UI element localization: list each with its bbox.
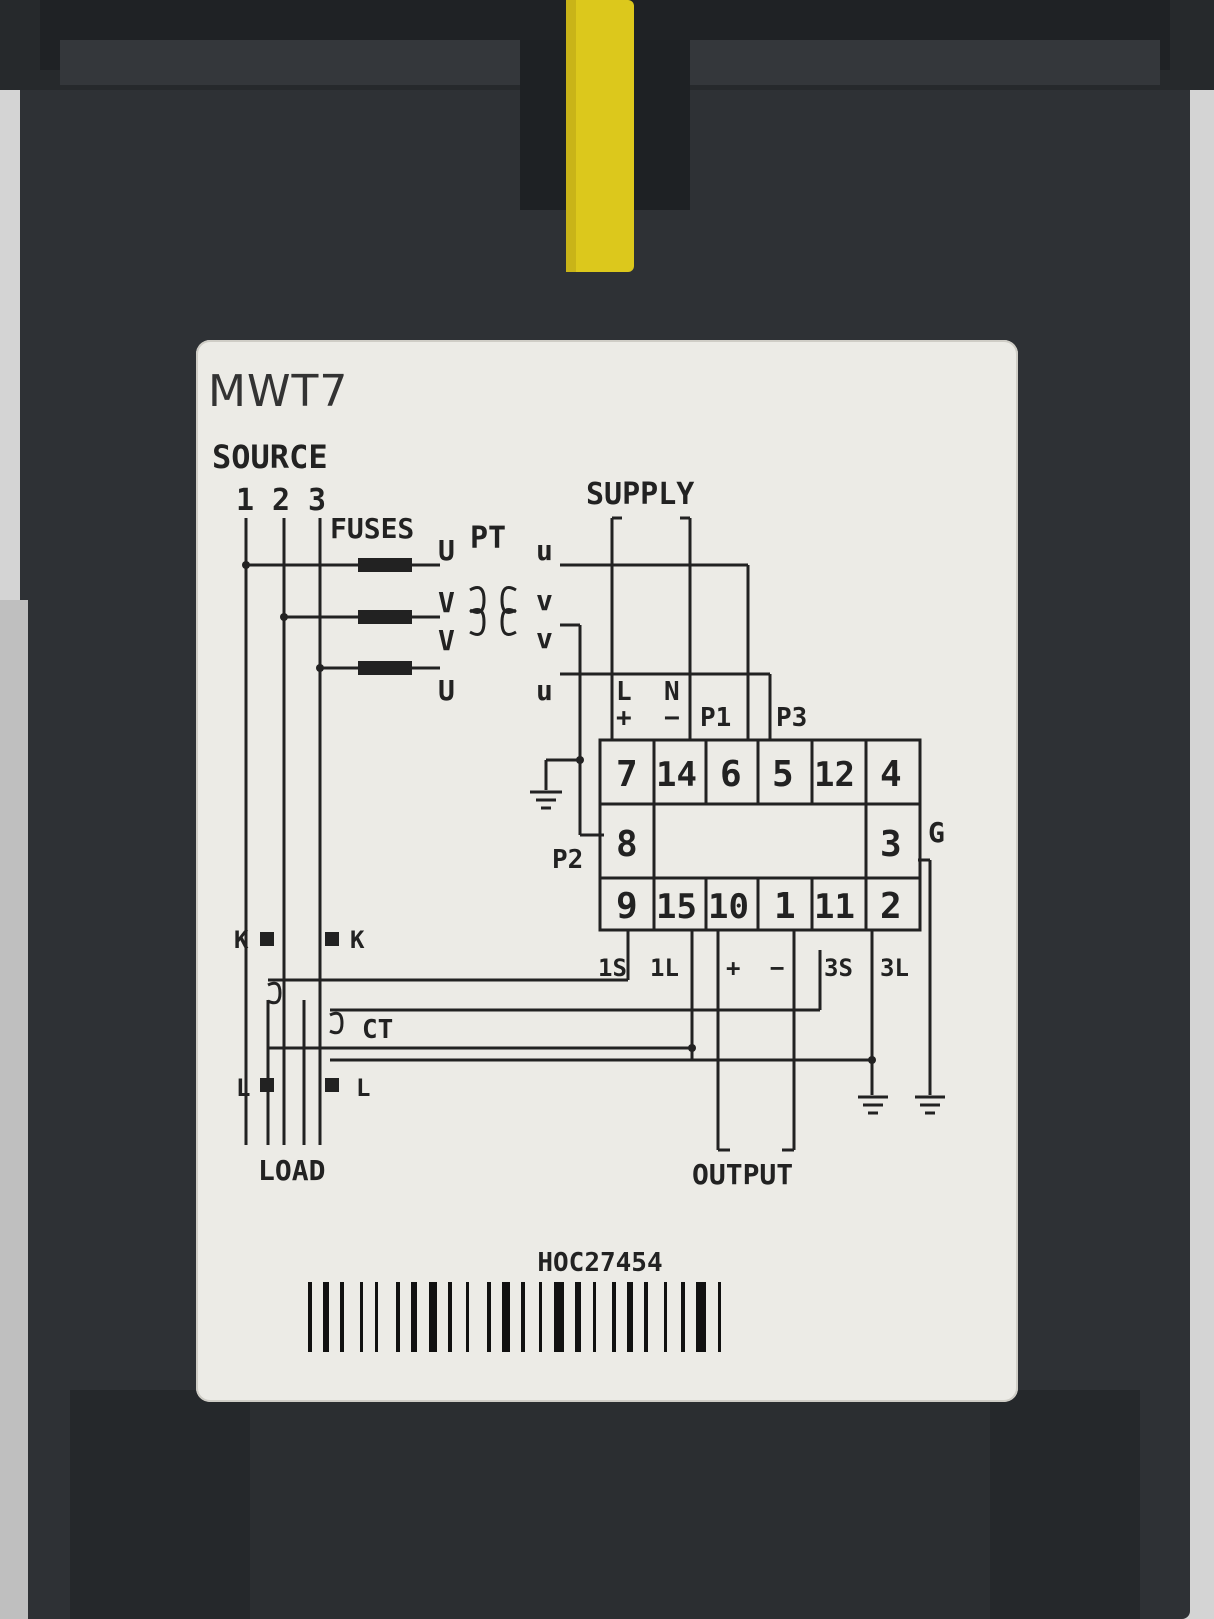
source-label: SOURCE: [212, 438, 328, 476]
terminal-label-minus: −: [770, 954, 784, 982]
output-label: OUTPUT: [692, 1158, 793, 1191]
terminal-5: 5: [772, 754, 794, 795]
supply-l: L: [616, 677, 632, 707]
ct-label: CT: [362, 1015, 393, 1045]
terminal-4: 4: [880, 754, 902, 795]
barcode-bar: [612, 1282, 616, 1352]
barcode-bar: [539, 1282, 542, 1352]
g-label: G: [928, 816, 945, 849]
terminal-2: 2: [880, 886, 902, 927]
pt-secondary-2: v: [536, 584, 553, 617]
terminal-label-1s: 1S: [598, 954, 627, 982]
fuses-label: FUSES: [330, 512, 414, 545]
barcode-bar: [554, 1282, 564, 1352]
barcode-bar: [396, 1282, 400, 1352]
barcode-bar: [593, 1282, 596, 1352]
barcode-bar: [360, 1282, 363, 1352]
barcode-bar: [487, 1282, 491, 1352]
p1-label: P1: [700, 703, 731, 733]
pt-primary-1: U: [438, 534, 455, 567]
terminal-14: 14: [656, 755, 697, 795]
terminal-15: 15: [656, 887, 697, 927]
barcode-bar: [681, 1282, 685, 1352]
barcode-bar: [308, 1282, 312, 1352]
terminal-6: 6: [720, 754, 742, 795]
barcode-bar: [644, 1282, 648, 1352]
barcode-bar: [429, 1282, 437, 1352]
barcode-bar: [664, 1282, 667, 1352]
barcode-bar: [696, 1282, 706, 1352]
barcode-bar: [718, 1282, 721, 1352]
supply-label: SUPPLY: [586, 477, 694, 512]
ct-k-left: K: [234, 926, 249, 954]
p3-label: P3: [776, 703, 807, 733]
barcode-bar: [411, 1282, 417, 1352]
source-phase-1: 1: [236, 483, 254, 518]
supply-n: N: [664, 677, 680, 707]
ct-l-right: L: [356, 1074, 370, 1102]
terminal-3: 3: [880, 824, 902, 865]
terminal-12: 12: [814, 755, 855, 795]
barcode: [308, 1282, 721, 1352]
supply-minus: −: [664, 703, 680, 733]
barcode-bar: [323, 1282, 329, 1352]
supply-plus: +: [616, 703, 632, 733]
terminal-label-3l: 3L: [880, 954, 909, 982]
barcode-bar: [466, 1282, 469, 1352]
pt-secondary-1: u: [536, 534, 553, 567]
terminal-10: 10: [708, 887, 749, 927]
terminal-label-3s: 3S: [824, 954, 853, 982]
barcode-bar: [502, 1282, 510, 1352]
barcode-bar: [375, 1282, 378, 1352]
barcode-bar: [521, 1282, 525, 1352]
terminal-11: 11: [814, 887, 855, 927]
terminal-label-1l: 1L: [650, 954, 679, 982]
terminal-7: 7: [616, 754, 638, 795]
pt-primary-3: V: [438, 624, 455, 657]
terminal-label-plus: +: [726, 954, 740, 982]
ct-k-right: K: [350, 926, 365, 954]
ct-l-left: L: [236, 1074, 250, 1102]
model-title: MWT7: [208, 366, 349, 417]
serial-number: HOC27454: [537, 1248, 663, 1278]
terminal-8: 8: [616, 824, 638, 865]
terminal-1: 1: [774, 886, 796, 927]
barcode-bar: [575, 1282, 581, 1352]
wiring-label: [196, 340, 1018, 1402]
load-label: LOAD: [258, 1154, 325, 1187]
pt-primary-4: U: [438, 674, 455, 707]
yellow-tab: [566, 0, 634, 272]
pt-secondary-4: u: [536, 674, 553, 707]
source-phase-3: 3: [308, 483, 326, 518]
p2-label: P2: [552, 845, 583, 875]
terminal-9: 9: [616, 886, 638, 927]
barcode-bar: [340, 1282, 344, 1352]
pt-primary-2: V: [438, 586, 455, 619]
source-phase-2: 2: [272, 483, 290, 518]
barcode-bar: [627, 1282, 633, 1352]
barcode-bar: [448, 1282, 452, 1352]
pt-secondary-3: v: [536, 622, 553, 655]
pt-label: PT: [470, 521, 506, 556]
